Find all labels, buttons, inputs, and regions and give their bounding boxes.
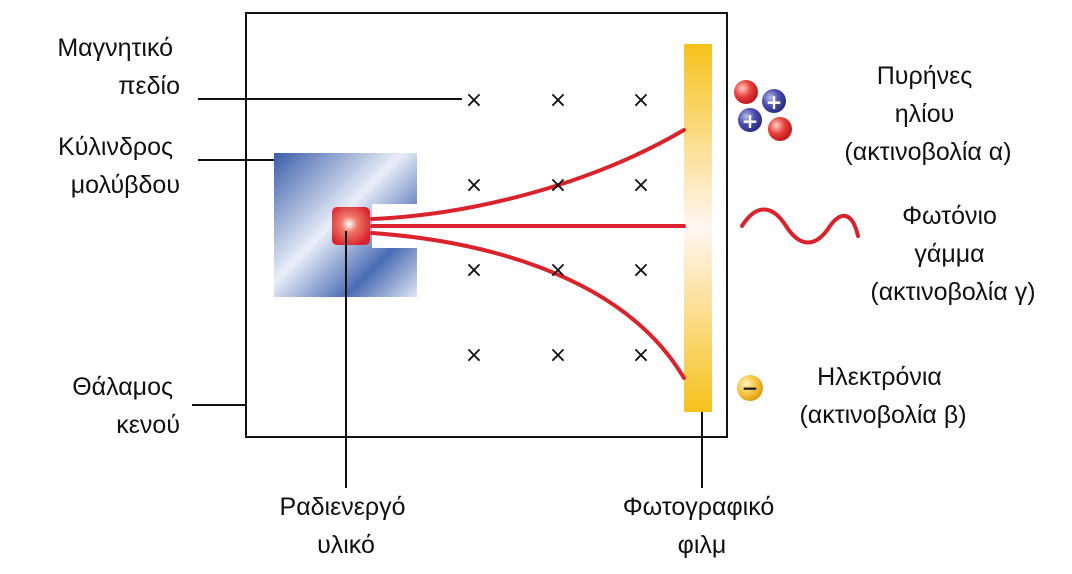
alpha-beam — [370, 128, 686, 221]
field-marker: × — [465, 343, 483, 368]
electron-minus-sign: − — [742, 376, 759, 400]
proton-plus-sign: + — [742, 109, 759, 133]
beta-beam — [370, 231, 686, 380]
field-marker: × — [465, 173, 483, 198]
magnetic-field-label: Μαγνητικό πεδίο — [57, 34, 180, 100]
field-marker: × — [632, 173, 650, 198]
lead-cylinder-label: Κύλινδρος μολύβδου — [58, 133, 180, 199]
electrons-label: Ηλεκτρόνια (ακτινοβολία β) — [799, 363, 966, 429]
field-marker: × — [465, 88, 483, 113]
electron-icon: − — [737, 375, 763, 401]
gamma-photon-label: Φωτόνιο γάμμα (ακτινοβολία γ) — [870, 202, 1035, 306]
field-marker: × — [549, 88, 567, 113]
field-marker: × — [465, 258, 483, 283]
helium-nucleus-icon: + + — [734, 80, 792, 141]
proton-plus-sign: + — [766, 90, 783, 114]
photographic-film-label: Φωτογραφικό φιλμ — [623, 493, 782, 559]
gamma-wave-icon — [740, 207, 860, 245]
magnetic-field-markers: × × × × × × × × × × × × — [465, 88, 650, 368]
field-marker: × — [632, 88, 650, 113]
vacuum-chamber-box — [245, 12, 728, 438]
field-marker: × — [549, 343, 567, 368]
vacuum-chamber-label: Θάλαμος κενού — [72, 373, 180, 439]
field-marker: × — [632, 343, 650, 368]
field-marker: × — [549, 258, 567, 283]
leader-lines — [192, 98, 703, 488]
beams — [370, 128, 686, 380]
photographic-film-strip — [684, 44, 712, 412]
radioactive-source — [332, 207, 370, 245]
field-marker: × — [632, 258, 650, 283]
radioactive-material-label: Ραδιενεργό υλικό — [280, 493, 413, 559]
field-marker: × — [549, 173, 567, 198]
helium-nuclei-label: Πυρήνες ηλίου (ακτινοβολία α) — [844, 62, 1011, 166]
